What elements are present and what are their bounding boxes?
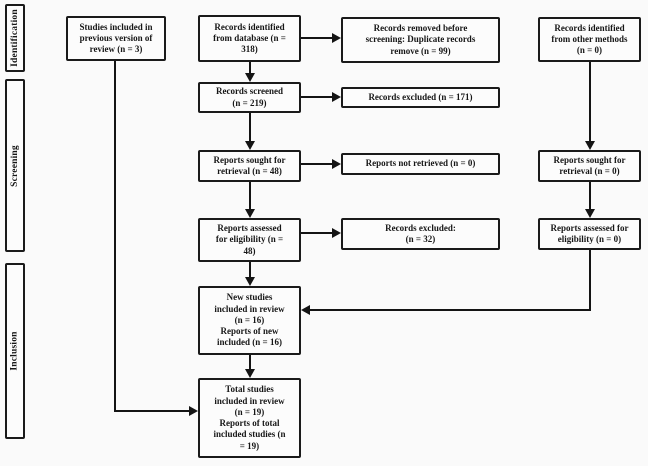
box-total-studies-included: Total studies included in review (n = 19… bbox=[198, 378, 301, 458]
stage-inclusion: Inclusion bbox=[5, 263, 25, 439]
arrow-identified-to-screened-line bbox=[249, 62, 251, 74]
box-records-removed-before-screening-text: Records removed before screening: Duplic… bbox=[365, 23, 476, 56]
arrow-otherassessed-to-newstudies-hline bbox=[310, 309, 591, 311]
arrow-screened-to-sought-head bbox=[245, 141, 255, 150]
box-reports-not-retrieved-text: Reports not retrieved (n = 0) bbox=[365, 158, 476, 169]
arrow-newstudies-to-total-head bbox=[245, 369, 255, 378]
box-records-excluded-eligibility: Records excluded: (n = 32) bbox=[341, 218, 500, 250]
arrow-otheridentified-to-sought-head bbox=[585, 141, 595, 150]
arrow-identified-to-removed-line bbox=[301, 37, 333, 39]
arrow-assessed-to-newstudies-line bbox=[249, 262, 251, 278]
box-new-studies-included-text: New studies included in review (n = 16) … bbox=[214, 292, 285, 348]
arrow-previous-to-total-head bbox=[189, 406, 198, 416]
box-reports-sought-retrieval: Reports sought for retrieval (n = 48) bbox=[198, 150, 301, 182]
arrow-otherassessed-to-newstudies-head bbox=[301, 305, 310, 315]
arrow-assessed-to-excluded32-head bbox=[332, 228, 341, 238]
box-records-excluded: Records excluded (n = 171) bbox=[341, 87, 500, 108]
box-records-excluded-eligibility-text: Records excluded: (n = 32) bbox=[385, 222, 456, 244]
box-records-identified-other-methods-text: Records identified from other methods (n… bbox=[551, 22, 628, 56]
box-reports-assessed-eligibility-other-text: Reports assessed for eligibility (n = 0) bbox=[550, 222, 629, 244]
arrow-identified-to-screened-head bbox=[245, 73, 255, 82]
box-records-screened: Records screened (n = 219) bbox=[198, 82, 301, 113]
box-total-studies-included-text: Total studies included in review (n = 19… bbox=[213, 384, 286, 451]
box-records-identified-database-text: Records identified from database (n = 31… bbox=[213, 21, 286, 55]
box-reports-sought-retrieval-other-text: Reports sought for retrieval (n = 0) bbox=[553, 154, 626, 176]
stage-identification-label: Identification bbox=[10, 9, 21, 67]
arrow-sought-to-notretrieved-head bbox=[332, 159, 341, 169]
box-records-identified-database: Records identified from database (n = 31… bbox=[198, 15, 301, 62]
stage-screening: Screening bbox=[5, 79, 25, 252]
arrow-previous-to-total-hline bbox=[114, 410, 190, 412]
box-reports-not-retrieved: Reports not retrieved (n = 0) bbox=[341, 153, 500, 175]
arrow-screened-to-sought-line bbox=[249, 113, 251, 142]
arrow-identified-to-removed-head bbox=[332, 33, 341, 43]
box-reports-sought-retrieval-text: Reports sought for retrieval (n = 48) bbox=[213, 154, 286, 176]
box-reports-sought-retrieval-other: Reports sought for retrieval (n = 0) bbox=[538, 150, 641, 182]
arrow-otherassessed-to-newstudies-vline bbox=[589, 250, 591, 311]
stage-inclusion-label: Inclusion bbox=[10, 331, 21, 371]
stage-screening-label: Screening bbox=[10, 144, 21, 187]
box-records-screened-text: Records screened (n = 219) bbox=[215, 86, 284, 108]
stage-identification: Identification bbox=[5, 4, 25, 72]
box-records-removed-before-screening: Records removed before screening: Duplic… bbox=[341, 17, 500, 63]
box-reports-assessed-eligibility-text: Reports assessed for eligibility (n = 48… bbox=[215, 223, 284, 256]
arrow-otheridentified-to-sought-line bbox=[589, 62, 591, 142]
box-previous-studies: Studies included in previous version of … bbox=[66, 16, 166, 61]
box-reports-assessed-eligibility: Reports assessed for eligibility (n = 48… bbox=[198, 218, 301, 262]
arrow-othersought-to-assessed-line bbox=[589, 182, 591, 210]
box-new-studies-included: New studies included in review (n = 16) … bbox=[198, 286, 301, 355]
arrow-sought-to-assessed-line bbox=[249, 182, 251, 210]
box-records-identified-other-methods: Records identified from other methods (n… bbox=[538, 17, 641, 62]
arrow-sought-to-notretrieved-line bbox=[301, 163, 333, 165]
arrow-assessed-to-excluded32-line bbox=[301, 232, 333, 234]
arrow-assessed-to-newstudies-head bbox=[245, 277, 255, 286]
box-records-excluded-text: Records excluded (n = 171) bbox=[368, 91, 473, 102]
arrow-othersought-to-assessed-head bbox=[585, 209, 595, 218]
arrow-newstudies-to-total-line bbox=[249, 355, 251, 370]
box-previous-studies-text: Studies included in previous version of … bbox=[79, 21, 153, 55]
arrow-sought-to-assessed-head bbox=[245, 209, 255, 218]
arrow-screened-to-excluded-head bbox=[332, 92, 341, 102]
box-reports-assessed-eligibility-other: Reports assessed for eligibility (n = 0) bbox=[538, 218, 641, 250]
arrow-screened-to-excluded-line bbox=[301, 96, 333, 98]
arrow-previous-to-total-vline bbox=[114, 61, 116, 412]
